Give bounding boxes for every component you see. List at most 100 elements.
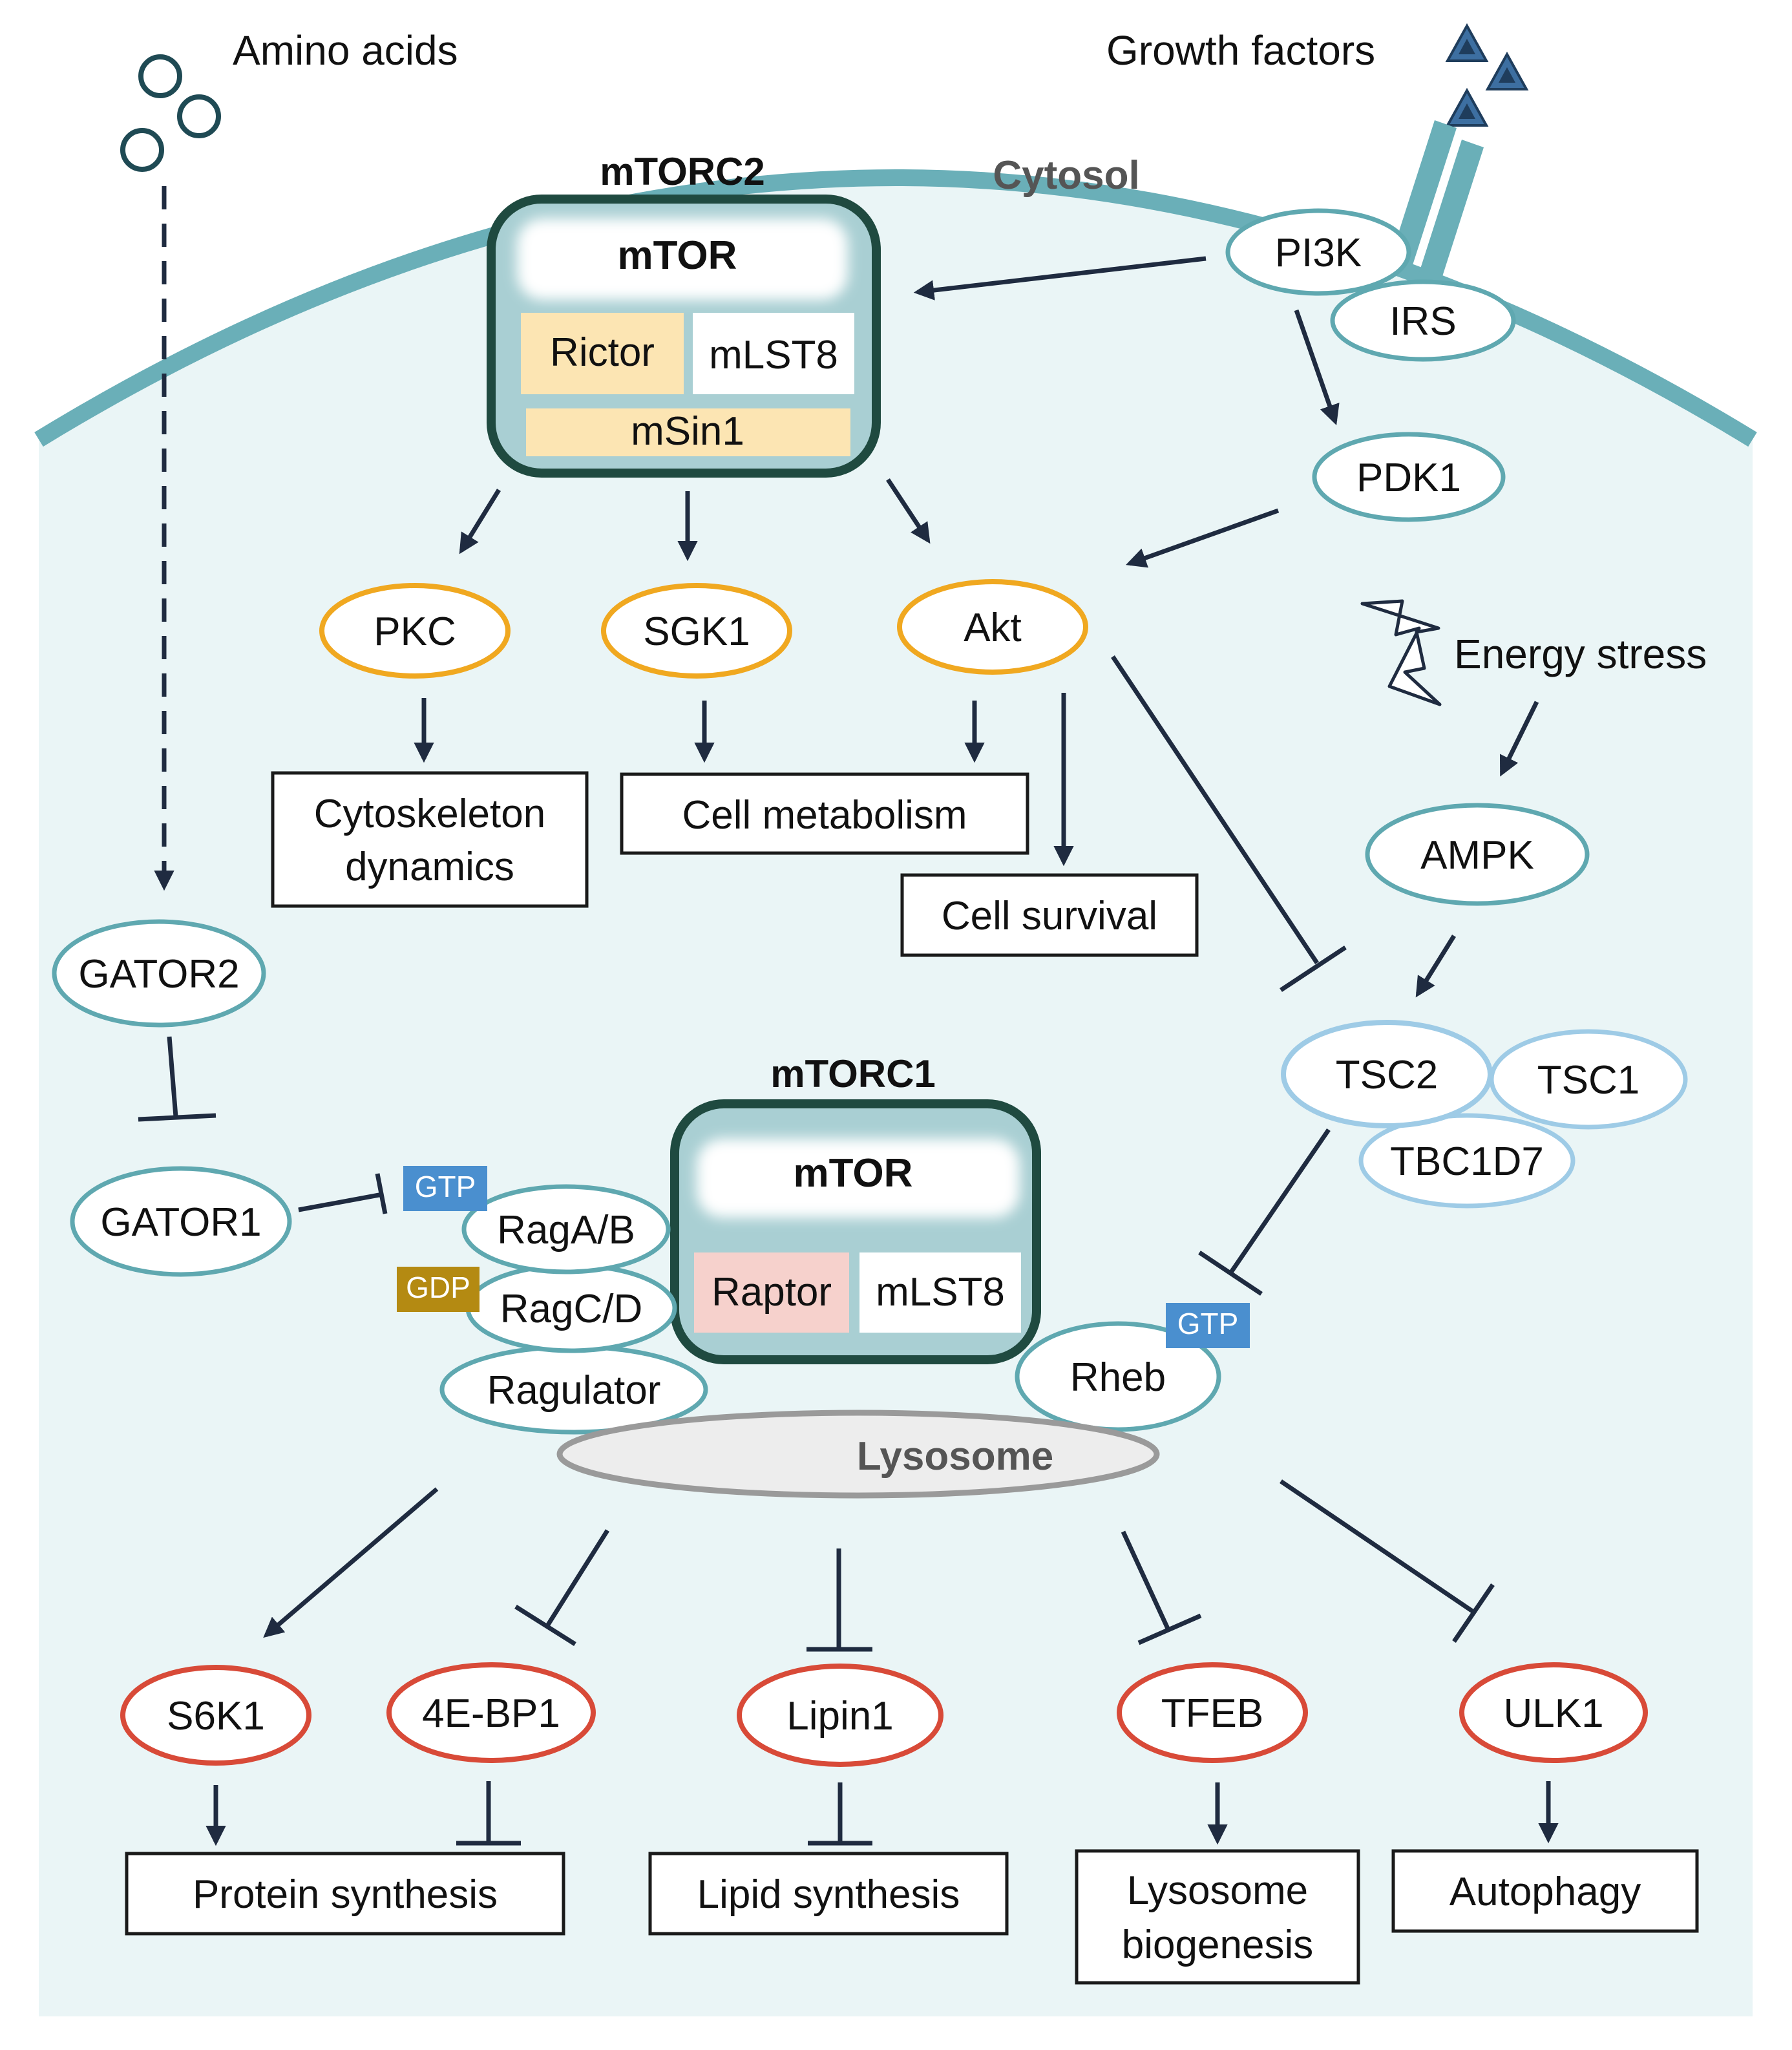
inhibit-gator2-to-gator1 — [138, 1036, 216, 1122]
growth-factor-receptor — [1391, 120, 1484, 284]
lysosome-biogenesis-box: Lysosome biogenesis — [1075, 1849, 1360, 1985]
mtorc2-mlst8-subunit — [693, 313, 854, 394]
tsc2-label: TSC2 — [1336, 1053, 1438, 1097]
arrow-pi3k-to-pdk1 — [1294, 309, 1340, 425]
pkc-label: PKC — [374, 609, 456, 654]
mtorc2-arrows — [459, 256, 1340, 568]
arrow-pdk1-to-akt — [1126, 508, 1280, 568]
akt-node: Akt — [897, 579, 1088, 675]
energy-stress-label: Energy stress — [1454, 631, 1707, 677]
growth-factor-icons — [1445, 23, 1529, 127]
mtorc1-complex: mTOR Raptor mLST8 — [670, 1099, 1041, 1364]
inhibit-mtorc1-to-4ebp1 — [514, 1529, 609, 1646]
ulk1-label: ULK1 — [1503, 1691, 1603, 1736]
gator2-label: GATOR2 — [78, 952, 239, 997]
amino-acids-label: Amino acids — [233, 27, 458, 74]
mtorc2-mlst8-label: mLST8 — [709, 333, 838, 377]
4ebp1-label: 4E-BP1 — [422, 1691, 560, 1736]
mtorc1-mlst8-label: mLST8 — [876, 1270, 1005, 1315]
arrow-ampk-to-tsc — [1415, 935, 1456, 998]
protein-synthesis-box: Protein synthesis — [125, 1852, 565, 1936]
lipid-synthesis-label: Lipid synthesis — [697, 1872, 960, 1917]
energy-stress-icon — [1360, 599, 1442, 706]
mtorc1-output-edges — [263, 1479, 1495, 1652]
akt-label: Akt — [964, 606, 1022, 650]
gator1-node: GATOR1 — [70, 1166, 292, 1277]
ragab-node: RagA/B — [461, 1184, 671, 1274]
cell-survival-box: Cell survival — [900, 873, 1199, 957]
gtp-tag-rheb-label: GTP — [1177, 1307, 1239, 1340]
mtorc1-mtor-label: mTOR — [794, 1151, 913, 1196]
irs-node: IRS — [1330, 279, 1516, 362]
ragcd-node: RagC/D — [465, 1263, 677, 1353]
cytoskeleton-label-line2: dynamics — [345, 845, 514, 889]
autophagy-label: Autophagy — [1449, 1870, 1641, 1914]
cytoskeleton-label-line1: Cytoskeleton — [314, 792, 545, 836]
tsc2-node — [1281, 1020, 1493, 1128]
tbc1d7-label: TBC1D7 — [1390, 1139, 1544, 1184]
inhibit-lipin1-to-lipid-synthesis — [808, 1782, 872, 1846]
cytoskeleton-dynamics-box: Cytoskeleton dynamics — [271, 771, 589, 908]
gator2-node: GATOR2 — [52, 919, 266, 1028]
gdp-tag-rag-label: GDP — [406, 1271, 470, 1304]
ampk-node: AMPK — [1365, 803, 1590, 906]
cell-metabolism-box: Cell metabolism — [620, 772, 1029, 855]
ragulator-node: Ragulator — [439, 1344, 708, 1435]
rheb-node: Rheb — [1015, 1321, 1221, 1432]
ragcd-label: RagC/D — [500, 1287, 643, 1331]
gdp-tag-rag: GDP — [397, 1267, 480, 1312]
lipin1-node: Lipin1 — [737, 1664, 943, 1767]
cell-survival-label: Cell survival — [942, 894, 1157, 938]
mtorc1-title: mTORC1 — [770, 1052, 936, 1095]
mtorc2-complex: mTOR Rictor mLST8 mSin1 — [487, 195, 881, 478]
gtp-tag-rheb: GTP — [1166, 1303, 1250, 1348]
growth-factors-label: Growth factors — [1106, 27, 1375, 74]
inhibit-gator1-to-rag — [298, 1173, 388, 1214]
pi3k-node: PI3K — [1225, 208, 1411, 296]
lysosome: Lysosome — [556, 1410, 1160, 1499]
cell-metabolism-label: Cell metabolism — [682, 793, 967, 838]
lipin1-label: Lipin1 — [786, 1694, 893, 1738]
arrow-mtorc2-to-akt — [886, 478, 931, 544]
autophagy-box: Autophagy — [1391, 1849, 1699, 1933]
ulk1-node: ULK1 — [1459, 1662, 1648, 1763]
tsc-complex: TBC1D7 TSC1 TSC2 — [1281, 1020, 1688, 1209]
raptor-subunit — [694, 1252, 849, 1333]
inhibit-mtorc1-to-tfeb — [1121, 1530, 1202, 1645]
arrow-mtorc1-to-s6k1 — [263, 1487, 439, 1638]
4ebp1-node: 4E-BP1 — [386, 1662, 596, 1763]
sgk1-label: SGK1 — [643, 609, 750, 654]
s6k1-label: S6K1 — [167, 1694, 265, 1738]
pi3k-label: PI3K — [1275, 231, 1362, 275]
irs-label: IRS — [1389, 299, 1456, 344]
lipid-synthesis-box: Lipid synthesis — [648, 1852, 1009, 1936]
pdk1-label: PDK1 — [1356, 456, 1461, 500]
pdk1-node: PDK1 — [1312, 432, 1506, 522]
tbc1d7-node — [1358, 1113, 1576, 1209]
tsc1-label: TSC1 — [1537, 1058, 1639, 1103]
ragab-label: RagA/B — [497, 1208, 635, 1252]
rheb-label: Rheb — [1070, 1355, 1166, 1400]
rictor-subunit — [521, 313, 684, 394]
gator1-label: GATOR1 — [100, 1200, 261, 1245]
gtp-tag-rag: GTP — [403, 1166, 487, 1211]
ragulator-label: Ragulator — [487, 1368, 661, 1413]
raptor-label: Raptor — [712, 1270, 832, 1315]
lysosome-label: Lysosome — [857, 1434, 1053, 1479]
arrow-energy-stress-to-ampk — [1499, 701, 1539, 777]
inhibit-mtorc1-to-lipin1 — [806, 1548, 872, 1652]
gtp-tag-rag-label: GTP — [415, 1170, 476, 1203]
mtorc2-mtor-subunit — [517, 218, 848, 300]
mtorc1-mtor-subunit — [697, 1139, 1020, 1218]
pkc-node: PKC — [319, 583, 511, 679]
tfeb-node: TFEB — [1117, 1662, 1308, 1763]
mtorc1-mlst8-subunit — [859, 1252, 1021, 1333]
effector-outcome-edges — [206, 1781, 1559, 1846]
rictor-label: Rictor — [550, 330, 655, 375]
ampk-label: AMPK — [1420, 833, 1534, 878]
lysosome-biogenesis-label-line1: Lysosome — [1127, 1868, 1308, 1913]
mtorc2-title: mTORC2 — [600, 150, 765, 193]
cytosol-label: Cytosol — [993, 153, 1139, 198]
